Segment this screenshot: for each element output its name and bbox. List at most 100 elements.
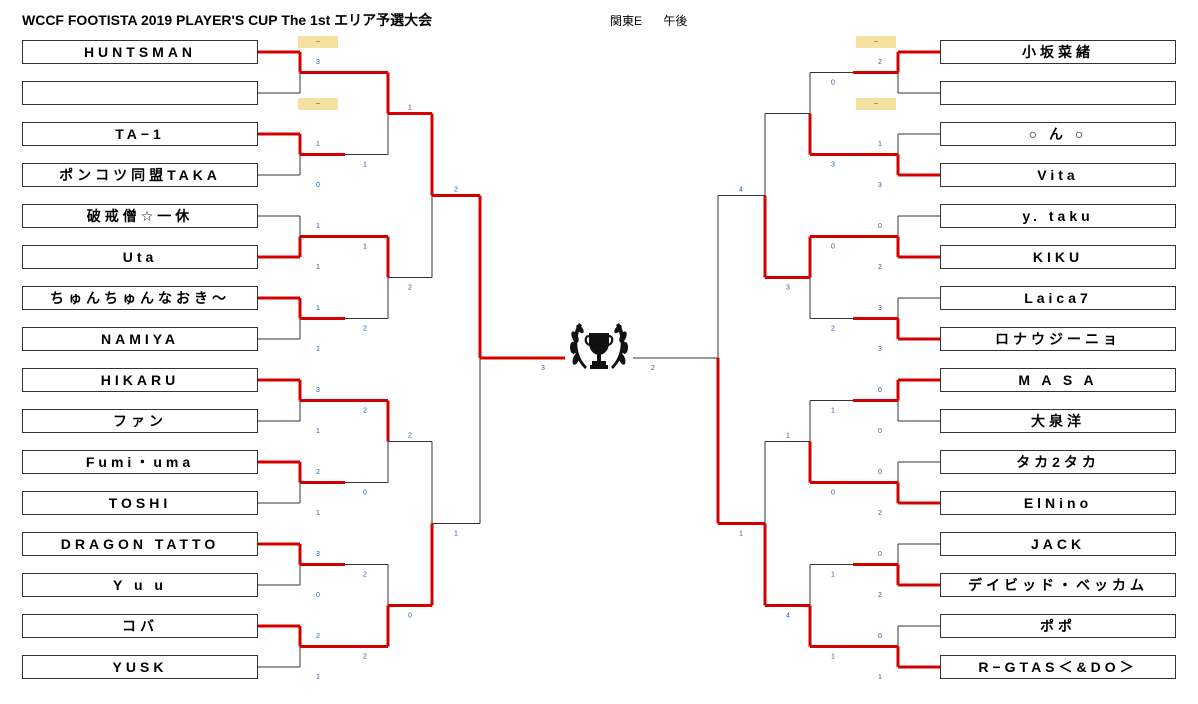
score-label: 3 [878, 346, 882, 353]
final-score: 3 [541, 365, 545, 372]
player-box-right[interactable]: ElNino [940, 491, 1176, 515]
player-box-right[interactable]: y. taku [940, 204, 1176, 228]
score-label: 2 [831, 326, 835, 333]
player-box-right[interactable]: ロナウジーニョ [940, 327, 1176, 351]
score-label: 2 [363, 326, 367, 333]
score-label: 1 [316, 346, 320, 353]
player-box-right[interactable]: タカ2タカ [940, 450, 1176, 474]
score-label: 2 [878, 510, 882, 517]
score-label: 2 [363, 572, 367, 579]
score-label: 0 [831, 490, 835, 497]
player-box-right[interactable]: R−GTAS＜&DO＞ [940, 655, 1176, 679]
score-label: 0 [878, 633, 882, 640]
score-label: 2 [878, 264, 882, 271]
score-label: 0 [831, 80, 835, 87]
score-label: 1 [316, 428, 320, 435]
player-box-left[interactable]: ポンコツ同盟TAKA [22, 163, 258, 187]
score-label: 4 [786, 613, 790, 620]
score-label: 2 [454, 187, 458, 194]
score-label: 3 [316, 59, 320, 66]
score-label: 1 [316, 510, 320, 517]
score-label: 3 [316, 387, 320, 394]
score-label: 2 [408, 285, 412, 292]
player-box-left[interactable]: Y u u [22, 573, 258, 597]
bye-marker: − [856, 98, 896, 110]
player-box-right[interactable]: M A S A [940, 368, 1176, 392]
player-box-left[interactable]: Fumi・uma [22, 450, 258, 474]
score-label: 1 [363, 162, 367, 169]
player-box-right[interactable] [940, 81, 1176, 105]
score-label: 1 [316, 223, 320, 230]
player-box-right[interactable]: Vita [940, 163, 1176, 187]
player-box-left[interactable]: HUNTSMAN [22, 40, 258, 64]
score-label: 2 [316, 469, 320, 476]
score-label: 0 [878, 223, 882, 230]
score-label: 3 [831, 162, 835, 169]
player-box-right[interactable]: JACK [940, 532, 1176, 556]
score-label: 4 [739, 187, 743, 194]
page-title: WCCF FOOTISTA 2019 PLAYER'S CUP The 1st … [22, 12, 433, 28]
bye-marker: − [298, 98, 338, 110]
player-box-right[interactable]: KIKU [940, 245, 1176, 269]
score-label: 2 [878, 592, 882, 599]
score-label: 0 [363, 490, 367, 497]
score-label: 0 [878, 387, 882, 394]
score-label: 1 [316, 264, 320, 271]
score-label: 3 [878, 182, 882, 189]
score-label: 1 [786, 433, 790, 440]
score-label: 2 [363, 408, 367, 415]
score-label: 1 [878, 674, 882, 681]
player-box-right[interactable]: ○ ん ○ [940, 122, 1176, 146]
score-label: 2 [316, 633, 320, 640]
score-label: 1 [454, 531, 458, 538]
score-label: 2 [363, 654, 367, 661]
score-label: 0 [878, 428, 882, 435]
player-box-right[interactable]: 小坂菜緒 [940, 40, 1176, 64]
score-label: 0 [316, 182, 320, 189]
player-box-left[interactable]: DRAGON TATTO [22, 532, 258, 556]
score-label: 2 [878, 59, 882, 66]
page-subtitle: 関東E 午後 [610, 12, 705, 29]
score-label: 0 [878, 551, 882, 558]
score-label: 0 [831, 244, 835, 251]
area-label: 関東E [610, 14, 643, 28]
player-box-left[interactable]: HIKARU [22, 368, 258, 392]
bye-marker: − [298, 36, 338, 48]
player-box-right[interactable]: 大泉洋 [940, 409, 1176, 433]
player-box-right[interactable]: Laica7 [940, 286, 1176, 310]
player-box-left[interactable]: 破戒僧☆一休 [22, 204, 258, 228]
score-label: 1 [831, 654, 835, 661]
score-label: 0 [316, 592, 320, 599]
player-box-left[interactable]: ファン [22, 409, 258, 433]
session-label: 午後 [663, 14, 688, 28]
score-label: 1 [316, 674, 320, 681]
score-label: 1 [316, 305, 320, 312]
player-box-right[interactable]: ポポ [940, 614, 1176, 638]
player-box-left[interactable]: ちゅんちゅんなおき〜 [22, 286, 258, 310]
score-label: 1 [363, 244, 367, 251]
score-label: 1 [831, 408, 835, 415]
score-label: 2 [408, 433, 412, 440]
player-box-left[interactable]: TA−1 [22, 122, 258, 146]
player-box-left[interactable] [22, 81, 258, 105]
trophy-icon [569, 323, 629, 369]
player-box-left[interactable]: Uta [22, 245, 258, 269]
score-label: 1 [316, 141, 320, 148]
score-label: 1 [408, 105, 412, 112]
score-label: 3 [878, 305, 882, 312]
bye-marker: − [856, 36, 896, 48]
player-box-left[interactable]: NAMIYA [22, 327, 258, 351]
score-label: 3 [316, 551, 320, 558]
score-label: 0 [878, 469, 882, 476]
player-box-right[interactable]: デイビッド・ベッカム [940, 573, 1176, 597]
score-label: 1 [878, 141, 882, 148]
player-box-left[interactable]: YUSK [22, 655, 258, 679]
score-label: 0 [408, 613, 412, 620]
score-label: 1 [831, 572, 835, 579]
score-label: 3 [786, 285, 790, 292]
player-box-left[interactable]: TOSHI [22, 491, 258, 515]
final-score: 2 [651, 365, 655, 372]
player-box-left[interactable]: コバ [22, 614, 258, 638]
